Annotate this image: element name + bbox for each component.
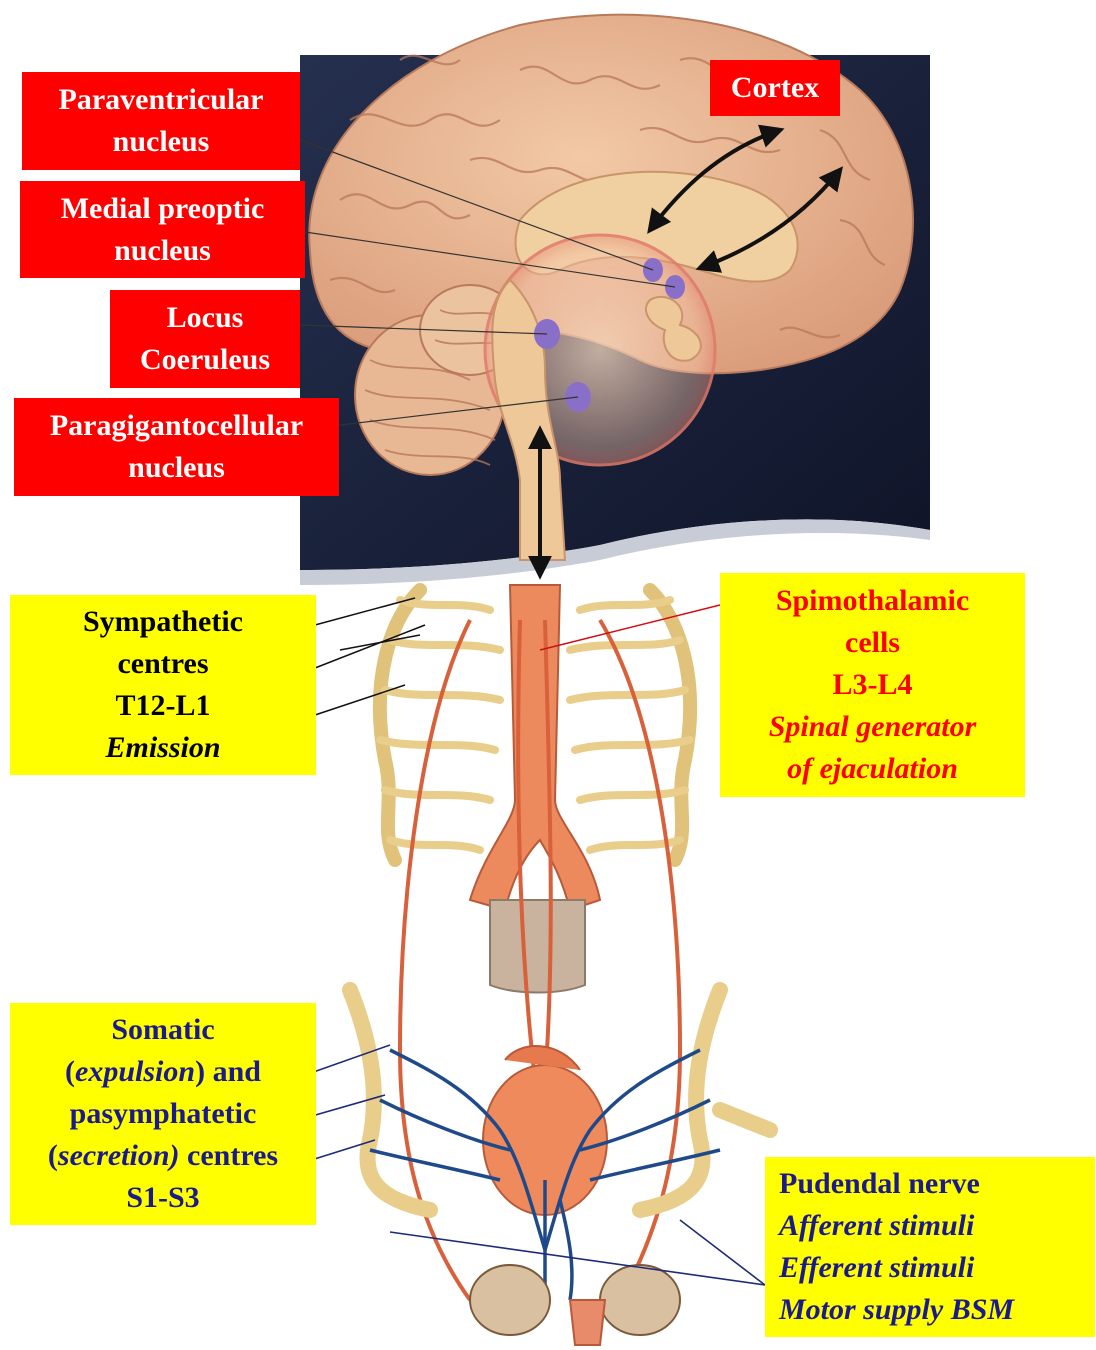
somatic-line2-rest: ) and: [195, 1055, 261, 1088]
spinothalamic-cells-label: Spimothalamic cells L3-L4 Spinal generat…: [720, 573, 1025, 797]
paraventricular-line1: Paraventricular: [59, 79, 264, 121]
pudendal-line3: Efferent stimuli: [779, 1247, 974, 1289]
paragigantocellular-line1: Paragigantocellular: [50, 405, 303, 447]
sympathetic-line2: centres: [117, 643, 208, 685]
medial-preoptic-line1: Medial preoptic: [61, 188, 265, 230]
somatic-line4-rest: centres: [180, 1139, 279, 1172]
sympathetic-line4: Emission: [105, 727, 220, 769]
pudendal-nerve-label: Pudendal nerve Afferent stimuli Efferent…: [765, 1157, 1095, 1337]
pudendal-line1: Pudendal nerve: [779, 1163, 980, 1205]
cortex-label: Cortex: [710, 60, 840, 116]
cortex-text: Cortex: [731, 67, 819, 109]
paraventricular-line2: nucleus: [113, 121, 210, 163]
paragigantocellular-line2: nucleus: [128, 447, 225, 489]
pudendal-line4: Motor supply BSM: [779, 1289, 1014, 1331]
paragigantocellular-nucleus-label: Paragigantocellular nucleus: [14, 398, 339, 496]
locus-line2: Coeruleus: [140, 339, 270, 381]
somatic-line4-italic: secretion): [58, 1139, 180, 1172]
spinothalamic-line5: of ejaculation: [787, 748, 958, 790]
locus-coeruleus-label: Locus Coeruleus: [110, 290, 300, 388]
somatic-line1: Somatic: [111, 1009, 214, 1051]
pudendal-line2: Afferent stimuli: [779, 1205, 974, 1247]
somatic-line4: (secretion) centres: [48, 1135, 278, 1177]
somatic-line2: (expulsion) and: [65, 1051, 261, 1093]
sympathetic-centres-label: Sympathetic centres T12-L1 Emission: [10, 595, 316, 775]
somatic-line5: S1-S3: [126, 1177, 199, 1219]
somatic-line2-italic: expulsion: [75, 1055, 195, 1088]
locus-line1: Locus: [167, 297, 244, 339]
spinothalamic-line4: Spinal generator: [769, 706, 977, 748]
spinothalamic-line2: cells: [845, 622, 900, 664]
paraventricular-nucleus-label: Paraventricular nucleus: [22, 72, 300, 170]
spinothalamic-line3: L3-L4: [832, 664, 912, 706]
somatic-line4-open: (: [48, 1139, 58, 1172]
somatic-line2-open: (: [65, 1055, 75, 1088]
somatic-centres-label: Somatic (expulsion) and pasymphatetic (s…: [10, 1003, 316, 1225]
medial-preoptic-line2: nucleus: [114, 230, 211, 272]
somatic-line3: pasymphatetic: [70, 1093, 257, 1135]
sympathetic-line3: T12-L1: [115, 685, 210, 727]
sympathetic-line1: Sympathetic: [83, 601, 243, 643]
medial-preoptic-nucleus-label: Medial preoptic nucleus: [20, 181, 305, 278]
spinothalamic-line1: Spimothalamic: [776, 580, 969, 622]
